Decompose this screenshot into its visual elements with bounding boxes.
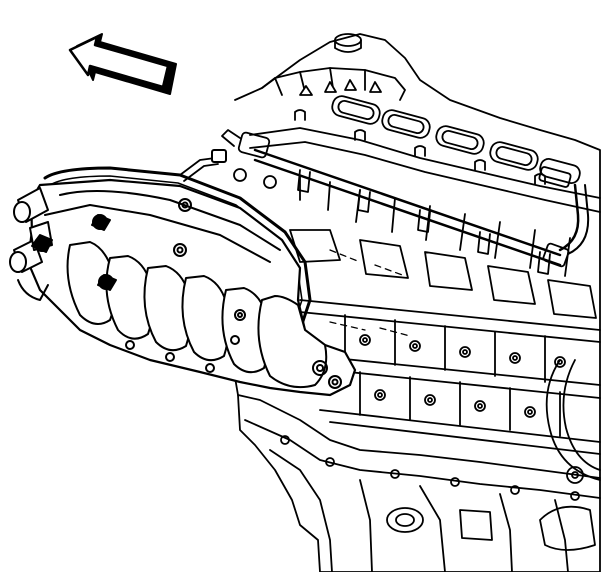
- throttle-body: [9, 187, 53, 301]
- intake-ports: [331, 95, 581, 184]
- intake-manifold: [9, 149, 357, 397]
- engine-block: [231, 33, 601, 572]
- hidden-lines: [329, 249, 411, 337]
- intake-runners: [66, 241, 328, 389]
- fuel-rail: [221, 129, 590, 275]
- manifold-studs: [31, 198, 342, 389]
- block-bolts: [359, 334, 566, 418]
- head-bolts: [294, 109, 546, 185]
- direction-arrow-icon: [68, 33, 177, 95]
